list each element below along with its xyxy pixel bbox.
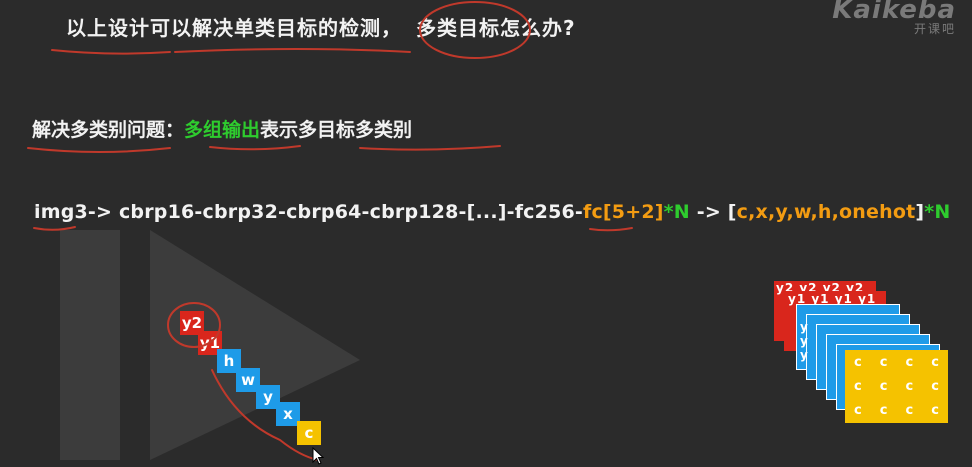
underline-subtitle-left	[27, 147, 171, 153]
underline-title-1	[51, 49, 171, 55]
circle-multiclass	[419, 1, 531, 59]
formula-fc: fc[5+2]	[583, 201, 664, 223]
slide-subtitle: 解决多类别问题：多组输出表示多目标多类别	[32, 115, 412, 142]
slide-title: 以上设计可以解决单类目标的检测， 多类目标怎么办?	[66, 12, 576, 41]
network-formula: img3-> cbrp16-cbrp32-cbrp64-cbrp128-[...…	[34, 201, 951, 223]
vector-cell-y2: y2	[180, 311, 204, 335]
curve-vector	[211, 369, 319, 461]
logo-sub: 开课吧	[913, 22, 956, 36]
formula-pipeline: img3-> cbrp16-cbrp32-cbrp64-cbrp128-[...…	[34, 201, 583, 223]
title-part-1: 以上设计可以解决单类目标的检测，	[66, 16, 402, 40]
formula-bracket-close: ]	[915, 201, 925, 223]
underline-fc	[589, 227, 633, 232]
underline-title-2	[174, 48, 411, 53]
underline-subtitle-highlight	[209, 145, 301, 151]
yellow-plate	[845, 350, 948, 423]
vector-cell-c: c	[297, 421, 321, 445]
formula-star-n-2: *N	[924, 201, 951, 223]
mouse-cursor	[312, 447, 324, 465]
underline-img3	[33, 226, 76, 231]
circle-y2	[167, 302, 221, 348]
formula-arrow: ->	[689, 201, 728, 223]
red-plate-front-label: y1 y1 y1 y1	[788, 292, 877, 306]
subtitle-suffix: 表示多目标多类别	[260, 119, 413, 141]
formula-star-n: *N	[663, 201, 690, 223]
title-part-2: 多类目标怎么办?	[416, 16, 576, 40]
formula-bracket-open: [	[727, 201, 737, 223]
subtitle-prefix: 解决多类别问题：	[32, 119, 185, 141]
vector-cell-x: x	[276, 402, 300, 426]
background-play-watermark	[60, 230, 360, 460]
underline-subtitle-right	[359, 145, 501, 151]
kaikeba-logo: Kaikeba 开课吧	[832, 0, 956, 37]
formula-vars: c,x,y,w,h,onehot	[736, 201, 916, 223]
logo-brand: Kaikeba	[832, 0, 956, 25]
subtitle-highlight: 多组输出	[184, 119, 261, 141]
